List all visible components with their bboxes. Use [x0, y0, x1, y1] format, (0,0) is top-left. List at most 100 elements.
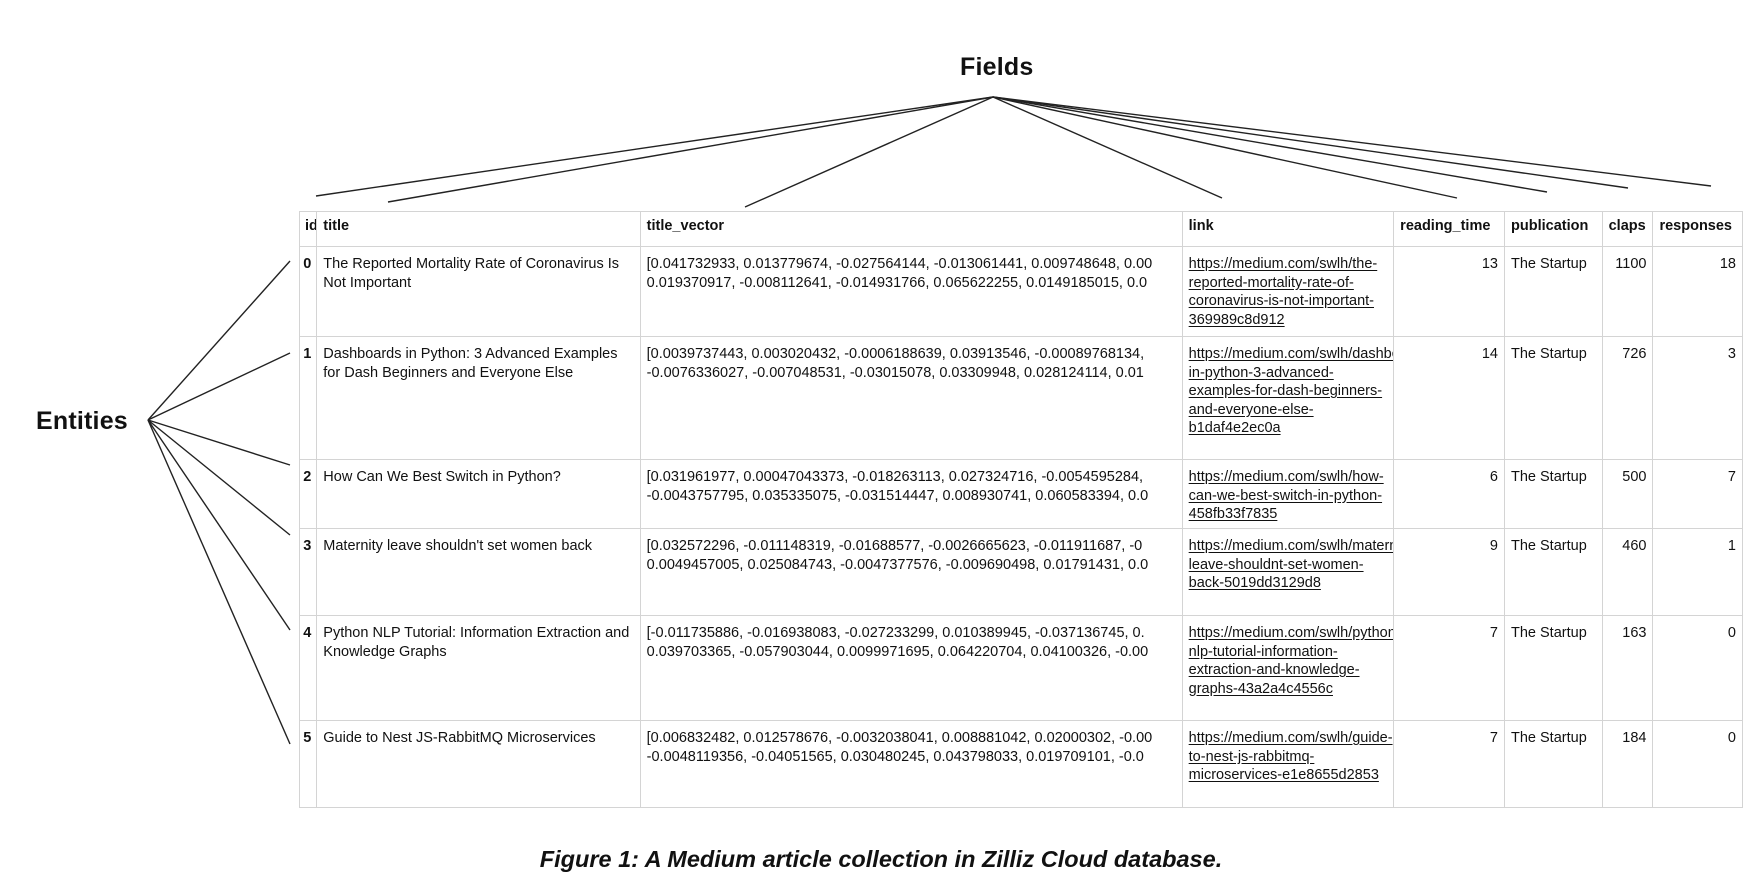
cell-link: https://medium.com/swlh/dashboards-in-py… [1181, 336, 1395, 460]
entity-line-5 [147, 419, 291, 745]
field-line-title [387, 96, 994, 203]
field-line-id [315, 96, 994, 197]
cell-title-vector: [0.032572296, -0.011148319, -0.01688577,… [639, 528, 1183, 616]
cell-title-vector: [0.0039737443, 0.003020432, -0.000618863… [639, 336, 1183, 460]
field-line-reading-time [992, 96, 1458, 199]
cell-responses: 0 [1652, 720, 1743, 808]
field-line-responses [992, 96, 1712, 187]
header-title: title [316, 211, 641, 247]
table-row: 2 How Can We Best Switch in Python? [0.0… [298, 459, 1743, 529]
cell-responses: 18 [1652, 246, 1743, 337]
cell-publication: The Startup [1504, 336, 1603, 460]
cell-claps: 500 [1601, 459, 1654, 529]
cell-title-vector: [0.041732933, 0.013779674, -0.027564144,… [639, 246, 1183, 337]
field-line-title-vector [744, 96, 994, 208]
cell-publication: The Startup [1504, 615, 1603, 721]
vector-line: -0.0076336027, -0.007048531, -0.03015078… [646, 364, 1144, 381]
cell-reading-time: 6 [1393, 459, 1505, 529]
field-line-link [992, 96, 1223, 199]
cell-reading-time: 9 [1393, 528, 1505, 616]
cell-link: https://medium.com/swlh/guide-to-nest-js… [1181, 720, 1395, 808]
cell-responses: 1 [1652, 528, 1743, 616]
entity-line-0 [147, 260, 291, 421]
table-row: 0 The Reported Mortality Rate of Coronav… [298, 246, 1743, 337]
vector-line: [-0.011735886, -0.016938083, -0.02723329… [646, 625, 1145, 641]
cell-claps: 726 [1601, 336, 1654, 460]
header-publication: publication [1504, 211, 1603, 247]
cell-id: 4 [298, 615, 318, 721]
field-line-claps [992, 96, 1629, 189]
cell-title: How Can We Best Switch in Python? [316, 459, 641, 529]
cell-id: 0 [298, 246, 318, 337]
cell-reading-time: 14 [1393, 336, 1505, 460]
cell-link: https://medium.com/swlh/the-reported-mor… [1181, 246, 1395, 337]
cell-claps: 1100 [1601, 246, 1654, 337]
vector-line: -0.0048119356, -0.04051565, 0.030480245,… [646, 748, 1144, 765]
field-connectors [315, 96, 1712, 208]
article-link[interactable]: https://medium.com/swlh/python-nlp-tutor… [1188, 625, 1394, 697]
cell-claps: 163 [1601, 615, 1654, 721]
cell-claps: 184 [1601, 720, 1654, 808]
article-link[interactable]: https://medium.com/swlh/dashboards-in-py… [1188, 346, 1393, 436]
cell-title: Dashboards in Python: 3 Advanced Example… [316, 336, 641, 460]
header-link: link [1181, 211, 1395, 247]
vector-line: [0.0039737443, 0.003020432, -0.000618863… [646, 346, 1145, 362]
entity-line-3 [147, 419, 291, 536]
header-title-vector: title_vector [639, 211, 1183, 247]
cell-id: 3 [298, 528, 318, 616]
cell-id: 5 [298, 720, 318, 808]
cell-title: Python NLP Tutorial: Information Extract… [316, 615, 641, 721]
vector-line: -0.0043757795, 0.035335075, -0.031514447… [646, 487, 1149, 504]
entity-line-2 [147, 419, 291, 466]
vector-line: [0.032572296, -0.011148319, -0.01688577,… [646, 538, 1143, 554]
cell-title: The Reported Mortality Rate of Coronavir… [316, 246, 641, 337]
cell-reading-time: 13 [1393, 246, 1505, 337]
header-responses: responses [1652, 211, 1743, 247]
cell-publication: The Startup [1504, 720, 1603, 808]
cell-title-vector: [0.006832482, 0.012578676, -0.0032038041… [639, 720, 1183, 808]
cell-title: Maternity leave shouldn't set women back [316, 528, 641, 616]
cell-link: https://medium.com/swlh/how-can-we-best-… [1181, 459, 1395, 529]
figure-caption: Figure 1: A Medium article collection in… [539, 846, 1223, 872]
cell-title-vector: [0.031961977, 0.00047043373, -0.01826311… [639, 459, 1183, 529]
cell-title: Guide to Nest JS-RabbitMQ Microservices [316, 720, 641, 808]
cell-reading-time: 7 [1393, 720, 1505, 808]
vector-line: 0.039703365, -0.057903044, 0.0099971695,… [646, 643, 1149, 660]
vector-line: 0.0049457005, 0.025084743, -0.0047377576… [646, 556, 1149, 573]
header-claps: claps [1601, 211, 1654, 247]
article-collection-table: id title title_vector link reading_time … [298, 211, 1743, 808]
vector-line: 0.019370917, -0.008112641, -0.014931766,… [646, 274, 1148, 291]
cell-responses: 7 [1652, 459, 1743, 529]
header-id: id [298, 211, 318, 247]
cell-publication: The Startup [1504, 459, 1603, 529]
cell-publication: The Startup [1504, 246, 1603, 337]
table-header-row: id title title_vector link reading_time … [298, 211, 1743, 247]
table-row: 4 Python NLP Tutorial: Information Extra… [298, 615, 1743, 721]
cell-responses: 0 [1652, 615, 1743, 721]
article-link[interactable]: https://medium.com/swlh/the-reported-mor… [1188, 256, 1378, 328]
table-row: 1 Dashboards in Python: 3 Advanced Examp… [298, 336, 1743, 460]
field-line-publication [992, 96, 1548, 193]
cell-responses: 3 [1652, 336, 1743, 460]
cell-id: 1 [298, 336, 318, 460]
cell-id: 2 [298, 459, 318, 529]
vector-line: [0.031961977, 0.00047043373, -0.01826311… [646, 469, 1144, 485]
article-link[interactable]: https://medium.com/swlh/how-can-we-best-… [1188, 469, 1384, 522]
vector-line: [0.041732933, 0.013779674, -0.027564144,… [646, 256, 1153, 272]
cell-publication: The Startup [1504, 528, 1603, 616]
entity-line-1 [147, 352, 291, 421]
cell-link: https://medium.com/swlh/maternity-leave-… [1181, 528, 1395, 616]
article-link[interactable]: https://medium.com/swlh/guide-to-nest-js… [1188, 730, 1393, 783]
cell-claps: 460 [1601, 528, 1654, 616]
table-row: 5 Guide to Nest JS-RabbitMQ Microservice… [298, 720, 1743, 808]
table-row: 3 Maternity leave shouldn't set women ba… [298, 528, 1743, 616]
header-reading-time: reading_time [1393, 211, 1505, 247]
vector-line: [0.006832482, 0.012578676, -0.0032038041… [646, 730, 1153, 746]
entity-line-4 [147, 419, 291, 631]
entity-connectors [147, 260, 291, 745]
cell-link: https://medium.com/swlh/python-nlp-tutor… [1181, 615, 1395, 721]
entities-label: Entities [36, 407, 128, 435]
cell-reading-time: 7 [1393, 615, 1505, 721]
fields-label: Fields [960, 53, 1034, 81]
article-link[interactable]: https://medium.com/swlh/maternity-leave-… [1188, 538, 1393, 591]
